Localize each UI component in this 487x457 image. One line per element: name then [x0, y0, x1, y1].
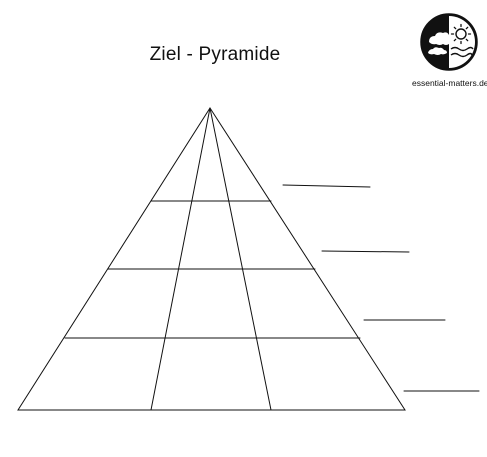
sun-waves-clouds-logo-icon — [420, 13, 478, 71]
brand-badge: essential-matters.de — [412, 8, 487, 94]
pyramid-column-divider — [209, 107, 272, 411]
answer-line — [321, 250, 410, 253]
page-title: Ziel - Pyramide — [149, 44, 281, 65]
pyramid-outline — [17, 107, 406, 411]
answer-line — [282, 184, 371, 188]
pyramid-column-divider — [150, 107, 211, 411]
brand-url: essential-matters.de — [412, 78, 487, 88]
